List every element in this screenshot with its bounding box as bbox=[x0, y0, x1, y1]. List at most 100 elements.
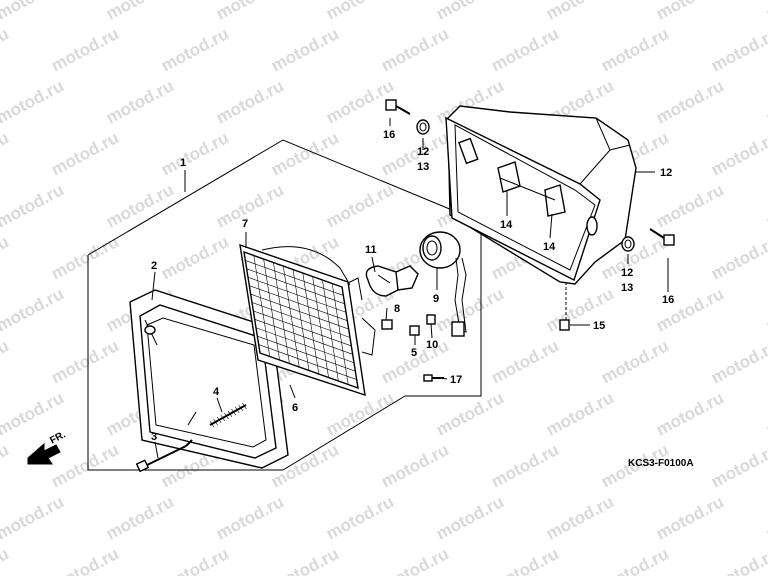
lens-rib bbox=[255, 327, 355, 364]
lens-rib bbox=[251, 302, 351, 338]
headlight-rim bbox=[129, 289, 289, 469]
callout-8: 8 bbox=[394, 303, 400, 315]
watermark-text: motod.ru bbox=[103, 76, 177, 127]
watermark-text: motod.ru bbox=[378, 544, 452, 576]
watermark-text: motod.ru bbox=[763, 76, 768, 127]
lens-rib bbox=[250, 293, 349, 330]
callout-5: 5 bbox=[411, 347, 417, 359]
watermark-text: motod.ru bbox=[763, 492, 768, 543]
watermark-text: motod.ru bbox=[653, 0, 727, 24]
watermark-text: motod.ru bbox=[598, 544, 672, 576]
callout-13a: 13 bbox=[417, 161, 429, 173]
watermark-text: motod.ru bbox=[48, 544, 122, 576]
watermark-text: motod.ru bbox=[543, 388, 617, 439]
watermark-text: motod.ru bbox=[48, 128, 122, 179]
lens-rib bbox=[243, 251, 343, 288]
assembly-bracket bbox=[87, 139, 482, 471]
callout-11: 11 bbox=[365, 244, 377, 256]
watermark-text: motod.ru bbox=[268, 544, 342, 576]
watermark-text: motod.ru bbox=[653, 492, 727, 543]
watermark-text: motod.ru bbox=[653, 284, 727, 335]
watermark-text: motod.ru bbox=[433, 492, 507, 543]
screw-thread bbox=[231, 408, 236, 416]
watermark-text: motod.ru bbox=[763, 180, 768, 231]
watermark-text: motod.ru bbox=[488, 336, 562, 387]
lens-rib bbox=[257, 335, 356, 372]
headlight-bulb bbox=[365, 265, 419, 297]
watermark-text: motod.ru bbox=[543, 284, 617, 335]
watermark-text: motod.ru bbox=[0, 336, 12, 387]
nut-5 bbox=[409, 325, 420, 336]
watermark-text: motod.ru bbox=[0, 544, 12, 576]
watermark-text: motod.ru bbox=[763, 284, 768, 335]
lens-rib bbox=[258, 344, 357, 380]
watermark-text: motod.ru bbox=[488, 24, 562, 75]
watermark-text: motod.ru bbox=[708, 128, 768, 179]
screw-thread bbox=[242, 402, 247, 410]
clip-8 bbox=[381, 319, 393, 330]
watermark-text: motod.ru bbox=[708, 440, 768, 491]
screw-thread bbox=[238, 404, 244, 412]
lens-rib bbox=[246, 268, 345, 305]
bolt-15 bbox=[559, 282, 570, 331]
bolts-16 bbox=[385, 99, 675, 246]
watermark-text: motod.ru bbox=[653, 76, 727, 127]
callout-15: 15 bbox=[593, 320, 605, 332]
callout-10: 10 bbox=[426, 339, 438, 351]
watermark-text: motod.ru bbox=[0, 24, 12, 75]
watermark-text: motod.ru bbox=[598, 24, 672, 75]
grommets bbox=[416, 119, 635, 252]
watermark-text: motod.ru bbox=[213, 76, 287, 127]
watermark-text: motod.ru bbox=[103, 0, 177, 24]
watermark-text: motod.ru bbox=[268, 24, 342, 75]
callout-1: 1 bbox=[180, 157, 186, 169]
watermark-text: motod.ru bbox=[323, 388, 397, 439]
watermark-text: motod.ru bbox=[598, 336, 672, 387]
callout-2: 2 bbox=[151, 260, 157, 272]
watermark-text: motod.ru bbox=[488, 544, 562, 576]
diagram-code: KCS3-F0100A bbox=[628, 458, 694, 469]
watermark-text: motod.ru bbox=[158, 544, 232, 576]
headlight-case bbox=[445, 105, 637, 285]
watermark-text: motod.ru bbox=[0, 492, 67, 543]
screw-thread bbox=[213, 418, 218, 426]
watermark-text: motod.ru bbox=[708, 24, 768, 75]
watermark-text: motod.ru bbox=[708, 544, 768, 576]
callout-7: 7 bbox=[242, 218, 248, 230]
watermark-text: motod.ru bbox=[48, 232, 122, 283]
callout-16b: 16 bbox=[662, 294, 674, 306]
watermark-text: motod.ru bbox=[0, 284, 67, 335]
callout-9: 9 bbox=[433, 293, 439, 305]
watermark-text: motod.ru bbox=[0, 232, 12, 283]
adjusting-screw bbox=[209, 402, 247, 428]
screw-thread bbox=[209, 420, 215, 428]
watermark-text: motod.ru bbox=[543, 0, 617, 24]
watermark-text: motod.ru bbox=[213, 492, 287, 543]
watermark-text: motod.ru bbox=[158, 24, 232, 75]
watermark-text: motod.ru bbox=[323, 0, 397, 24]
front-direction-arrow: FR. bbox=[27, 429, 68, 465]
watermark-text: motod.ru bbox=[158, 128, 232, 179]
callout-14b: 14 bbox=[543, 241, 556, 253]
leader-lines bbox=[151, 118, 669, 459]
lens-rib bbox=[247, 276, 347, 313]
watermark-text: motod.ru bbox=[268, 128, 342, 179]
watermark-text: motod.ru bbox=[48, 24, 122, 75]
callouts: 1 2 3 4 5 6 7 8 9 10 11 12 13 12 12 13 1… bbox=[151, 129, 674, 443]
screw-thread bbox=[220, 414, 226, 422]
lens-rib bbox=[249, 285, 348, 321]
watermark-text: motod.ru bbox=[763, 388, 768, 439]
callout-13b: 13 bbox=[621, 282, 633, 294]
screw-thread bbox=[227, 410, 233, 418]
watermark-text: motod.ru bbox=[103, 492, 177, 543]
watermark-text: motod.ru bbox=[653, 388, 727, 439]
watermark-text: motod.ru bbox=[323, 492, 397, 543]
screw-thread bbox=[216, 416, 222, 424]
watermark-text: motod.ru bbox=[0, 180, 67, 231]
nut-10 bbox=[426, 314, 436, 325]
watermark-text: motod.ru bbox=[158, 232, 232, 283]
screw-thread bbox=[224, 412, 229, 420]
watermark-text: motod.ru bbox=[0, 0, 67, 24]
